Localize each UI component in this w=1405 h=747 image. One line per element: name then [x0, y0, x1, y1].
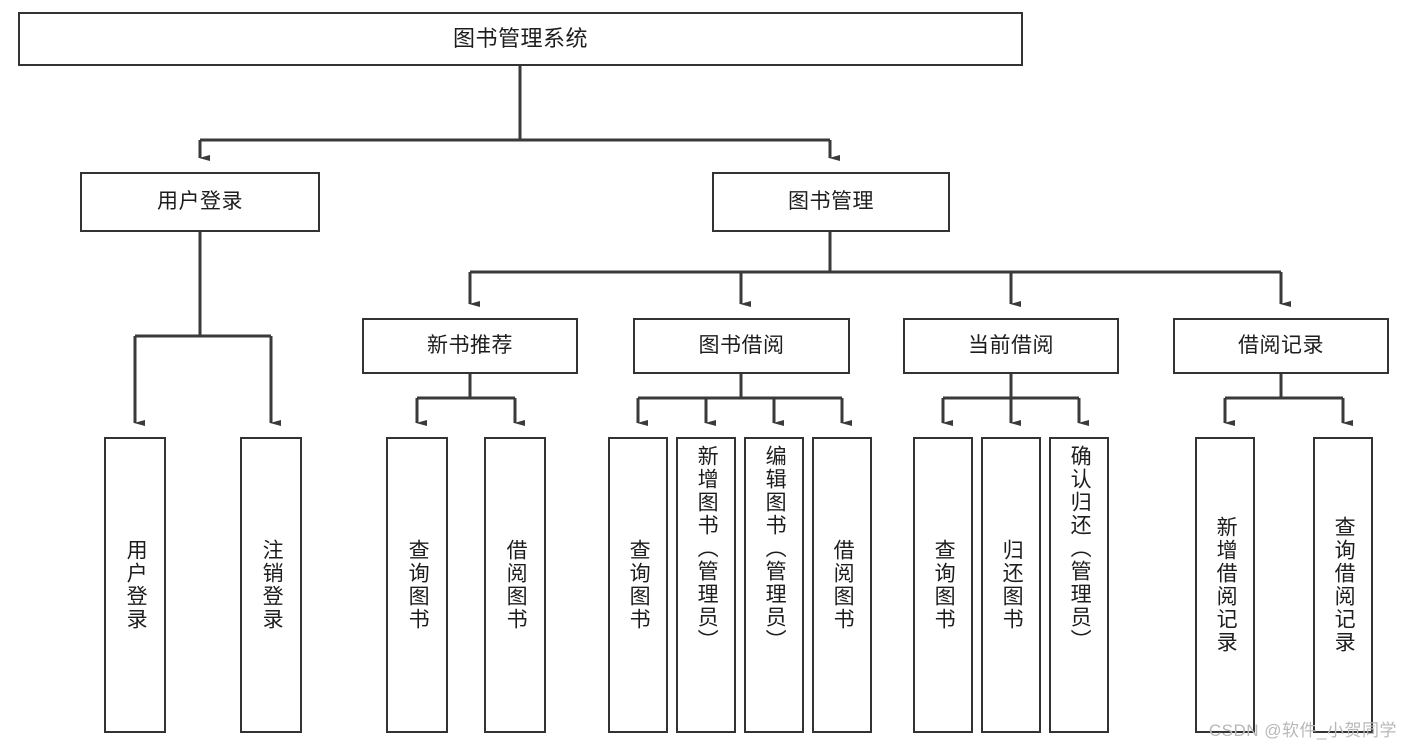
leaf-borrow-book-label: 借阅图书 — [831, 539, 855, 631]
leaf-borrow-book[interactable]: 借阅图书 — [812, 437, 872, 733]
leaf-borrow-book-rec[interactable]: 借阅图书 — [484, 437, 546, 733]
node-new-book-rec-label: 新书推荐 — [427, 333, 513, 357]
leaf-edit-book[interactable]: 编辑图书（管理员） — [744, 437, 804, 733]
leaf-query-book-borrow-label: 查询图书 — [627, 539, 651, 631]
leaf-add-record-label: 新增借阅记录 — [1214, 516, 1238, 654]
leaf-confirm-return-label: 确认归还（管理员） — [1068, 445, 1092, 652]
node-current-borrow[interactable]: 当前借阅 — [903, 318, 1119, 374]
leaf-confirm-return[interactable]: 确认归还（管理员） — [1049, 437, 1109, 733]
leaf-logout[interactable]: 注销登录 — [240, 437, 302, 733]
leaf-return-book[interactable]: 归还图书 — [981, 437, 1041, 733]
watermark-text: CSDN @软件_小贺同学 — [1208, 721, 1397, 740]
leaf-add-book[interactable]: 新增图书（管理员） — [676, 437, 736, 733]
leaf-add-book-label: 新增图书（管理员） — [695, 445, 719, 652]
leaf-borrow-book-rec-label: 借阅图书 — [504, 539, 528, 631]
leaf-user-login-label: 用户登录 — [124, 539, 148, 631]
leaf-return-book-label: 归还图书 — [1000, 539, 1024, 631]
node-new-book-rec[interactable]: 新书推荐 — [362, 318, 578, 374]
node-book-manage-label: 图书管理 — [788, 189, 874, 213]
leaf-user-login[interactable]: 用户登录 — [104, 437, 166, 733]
node-user-login-label: 用户登录 — [157, 189, 243, 213]
leaf-query-record[interactable]: 查询借阅记录 — [1313, 437, 1373, 733]
leaf-edit-book-label: 编辑图书（管理员） — [763, 445, 787, 652]
node-root[interactable]: 图书管理系统 — [18, 12, 1023, 66]
leaf-query-book-rec[interactable]: 查询图书 — [386, 437, 448, 733]
node-book-manage[interactable]: 图书管理 — [712, 172, 950, 232]
node-current-borrow-label: 当前借阅 — [968, 333, 1054, 357]
leaf-query-book-cur[interactable]: 查询图书 — [913, 437, 973, 733]
node-borrow-record[interactable]: 借阅记录 — [1173, 318, 1389, 374]
leaf-query-book-borrow[interactable]: 查询图书 — [608, 437, 668, 733]
node-book-borrow-label: 图书借阅 — [698, 333, 785, 357]
leaf-query-record-label: 查询借阅记录 — [1332, 516, 1356, 654]
node-borrow-record-label: 借阅记录 — [1238, 333, 1324, 357]
leaf-query-book-cur-label: 查询图书 — [932, 539, 956, 631]
leaf-add-record[interactable]: 新增借阅记录 — [1195, 437, 1255, 733]
node-root-label: 图书管理系统 — [452, 26, 588, 52]
leaf-logout-label: 注销登录 — [260, 539, 284, 631]
node-book-borrow[interactable]: 图书借阅 — [633, 318, 850, 374]
leaf-query-book-rec-label: 查询图书 — [406, 539, 430, 631]
node-user-login[interactable]: 用户登录 — [80, 172, 320, 232]
